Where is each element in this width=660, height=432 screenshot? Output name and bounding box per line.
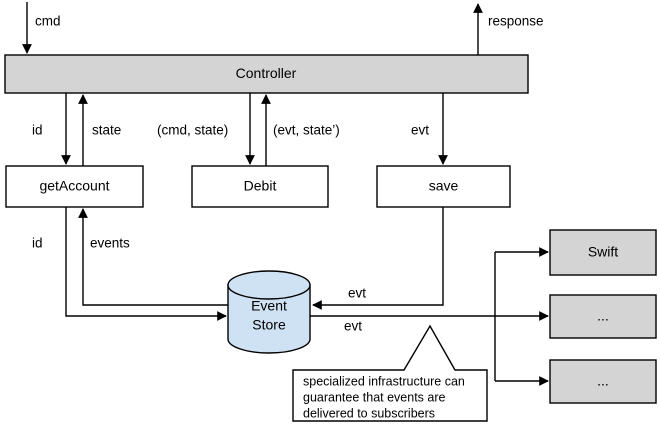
node-subscriber-3[interactable] — [549, 359, 657, 404]
node-controller-label: Controller — [236, 65, 297, 81]
node-subscriber-2[interactable] — [549, 294, 657, 339]
edge-save-to-eventstore — [312, 207, 444, 310]
node-eventstore-label-line1: Event — [251, 298, 287, 314]
edge-label-id-to-store: id — [32, 236, 43, 251]
edge-label-state: state — [92, 123, 121, 138]
callout-note — [292, 324, 488, 422]
edge-label-cmd: cmd — [35, 14, 61, 29]
callout-line-2: guarantee that events are — [303, 390, 446, 404]
node-debit[interactable] — [191, 165, 329, 208]
edge-label-evt-save-to-store: evt — [348, 286, 366, 301]
node-controller[interactable] — [4, 54, 529, 94]
callout-line-3: delivered to subscribers — [303, 406, 435, 420]
edge-label-id-down: id — [32, 123, 43, 138]
edge-getaccount-to-eventstore — [65, 207, 227, 321]
edge-eventstore-to-getaccount — [78, 208, 228, 306]
node-eventstore-label-line2: Store — [252, 317, 286, 333]
node-debit-label: Debit — [244, 178, 277, 194]
node-getaccount[interactable] — [5, 165, 144, 208]
node-subscriber-3-label: ... — [597, 373, 609, 389]
callout-line-1: specialized infrastructure can — [303, 374, 465, 388]
edge-label-response: response — [488, 14, 544, 29]
edge-label-evt-to-subscribers: evt — [344, 319, 362, 334]
node-subscriber-swift[interactable] — [549, 229, 657, 276]
node-save[interactable] — [376, 165, 511, 208]
node-subscriber-2-label: ... — [597, 308, 609, 324]
edge-label-evt-to-save: evt — [411, 123, 429, 138]
edge-label-evt-state-prime: (evt, state’) — [273, 123, 340, 138]
edge-label-events: events — [90, 236, 130, 251]
node-subscriber-swift-label: Swift — [588, 244, 618, 260]
edge-label-cmd-state: (cmd, state) — [157, 123, 228, 138]
node-eventstore[interactable] — [227, 270, 311, 354]
node-getaccount-label: getAccount — [39, 178, 109, 194]
node-save-label: save — [429, 178, 459, 194]
